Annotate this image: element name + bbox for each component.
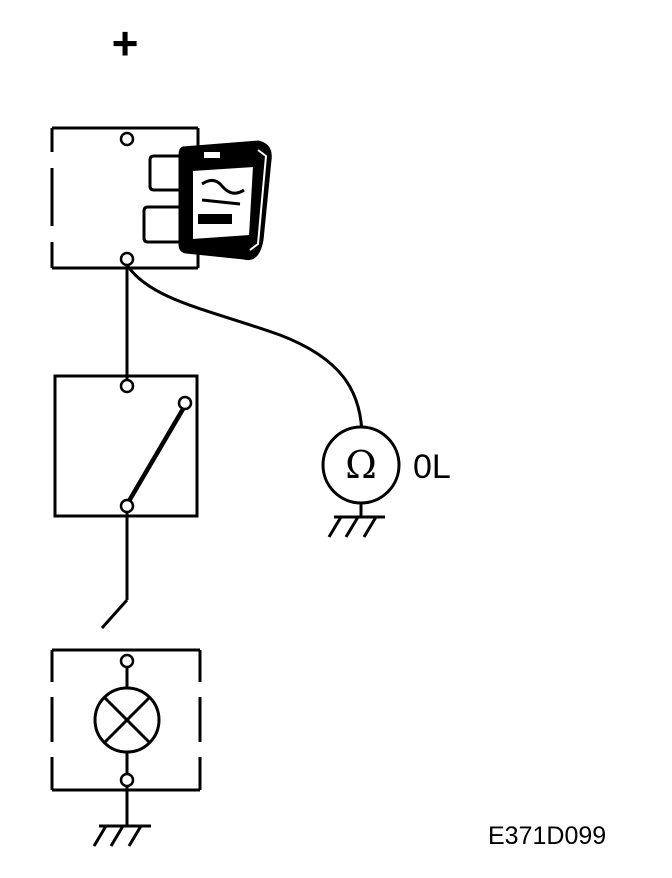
lamp-ground-icon xyxy=(92,786,151,847)
lamp-top-terminal xyxy=(119,653,135,669)
figure-code: E371D099 xyxy=(488,822,606,850)
blade-fuse-icon xyxy=(142,140,272,261)
fuse-bottom-terminal xyxy=(119,251,135,267)
meter-reading: 0L xyxy=(413,448,451,486)
fuse-top-terminal xyxy=(119,131,135,147)
meter-ground-icon xyxy=(327,503,385,538)
meter-lead-wire xyxy=(125,264,364,439)
fuse-box xyxy=(50,126,200,270)
switch-contact-terminal xyxy=(177,395,193,411)
wire-break xyxy=(100,599,129,629)
lamp-bottom-terminal xyxy=(119,772,135,788)
switch-top-terminal xyxy=(119,378,135,394)
switch-lever xyxy=(127,407,185,503)
positive-terminal-label: + xyxy=(112,17,139,69)
switch-box xyxy=(53,374,199,518)
switch-pivot-terminal xyxy=(119,498,135,514)
lamp-icon xyxy=(93,686,161,754)
ohm-symbol: Ω xyxy=(345,443,377,487)
